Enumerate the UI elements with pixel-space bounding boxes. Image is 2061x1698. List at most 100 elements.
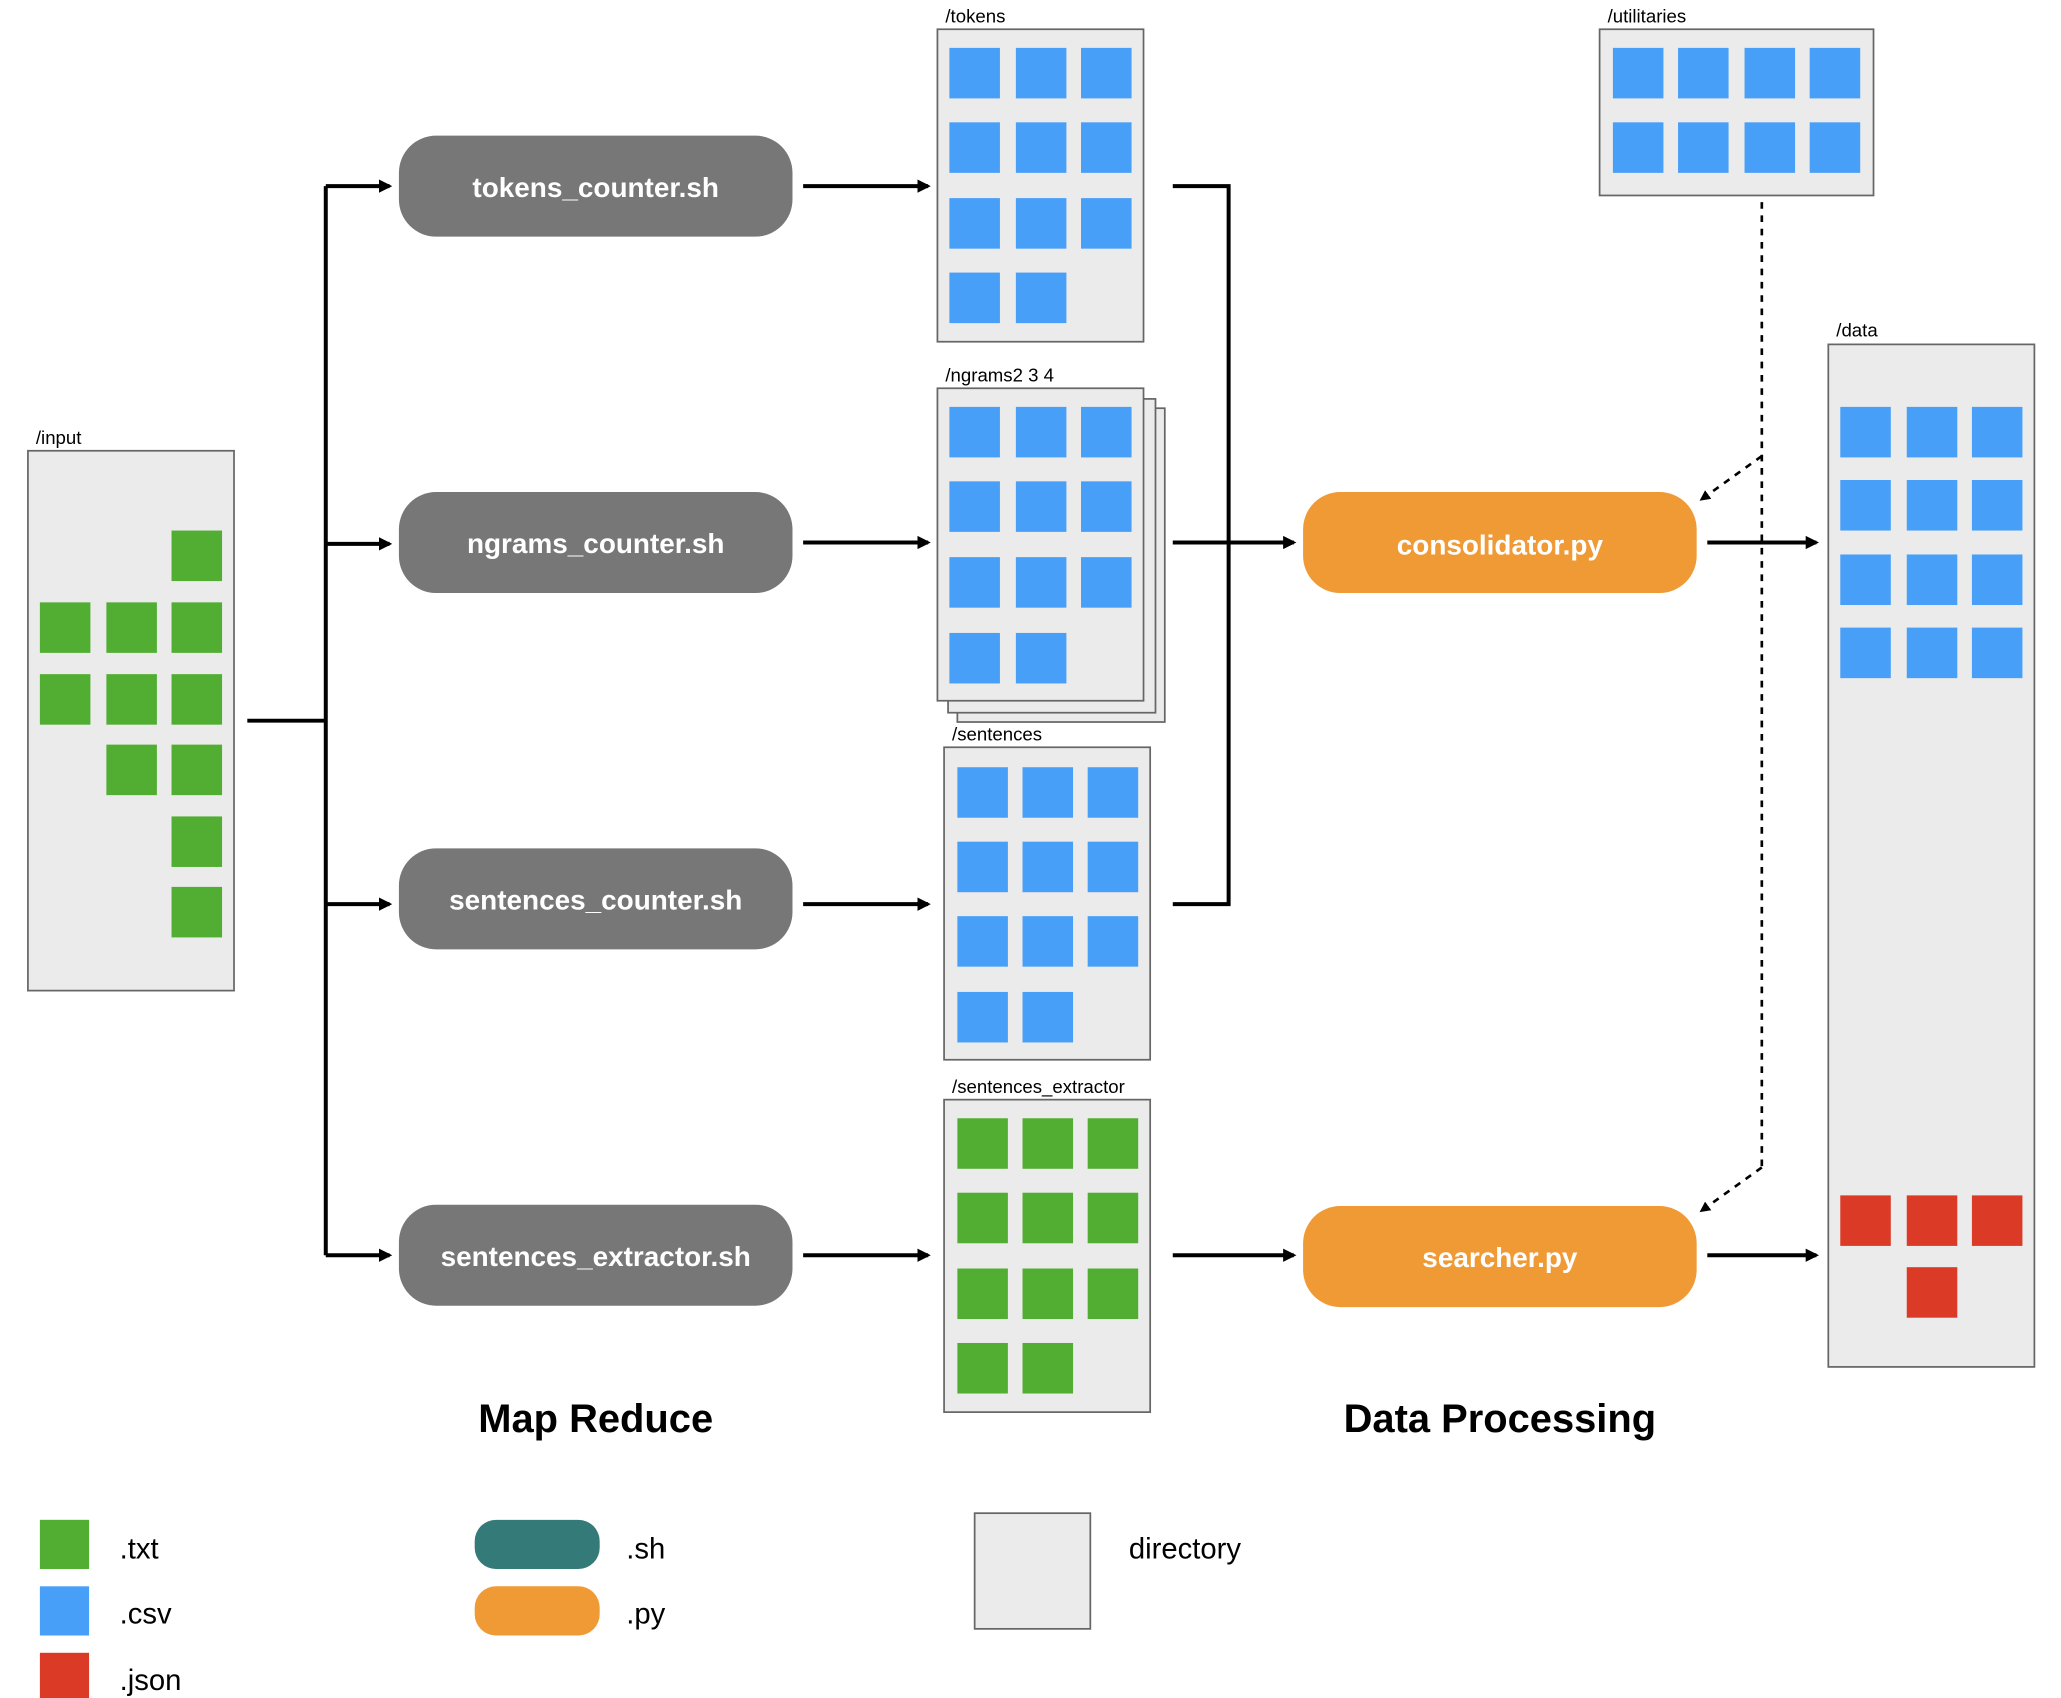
file-csv xyxy=(1022,916,1074,967)
script-consolidator: consolidator.py xyxy=(1303,491,1697,594)
legend-txt-label: .txt xyxy=(120,1533,159,1565)
file-csv xyxy=(949,272,1000,324)
file-csv xyxy=(1087,916,1139,967)
file-txt xyxy=(106,674,157,725)
file-csv xyxy=(1906,406,1958,458)
file-csv xyxy=(1015,47,1067,99)
file-txt xyxy=(1087,1118,1139,1169)
file-csv xyxy=(1081,122,1132,173)
file-txt xyxy=(957,1268,1008,1320)
dir-sentences-label: /sentences xyxy=(952,724,1042,745)
file-txt xyxy=(1087,1192,1139,1244)
input-branch-line xyxy=(247,186,328,1256)
dir-input-label: /input xyxy=(36,427,82,448)
file-txt xyxy=(171,886,223,938)
dashed-arrow-to-searcher xyxy=(1699,1166,1763,1213)
script-sentences-counter-label: sentences_counter.sh xyxy=(449,885,742,916)
legend-json-label: .json xyxy=(120,1665,182,1697)
legend-py-swatch xyxy=(474,1586,600,1636)
file-csv xyxy=(1809,47,1861,99)
legend: .txt .csv .json .sh .py directory xyxy=(39,1512,1242,1698)
file-txt xyxy=(957,1342,1008,1394)
file-txt xyxy=(957,1118,1008,1169)
dir-ngrams: /ngrams2 3 4 xyxy=(936,365,1166,723)
script-ngrams-counter-label: ngrams_counter.sh xyxy=(467,528,724,559)
file-csv xyxy=(949,632,1000,684)
file-csv xyxy=(1840,406,1891,458)
file-txt xyxy=(171,674,223,725)
file-csv xyxy=(1678,47,1729,99)
file-csv xyxy=(957,991,1008,1043)
dir-tokens: /tokens xyxy=(936,6,1145,343)
file-csv xyxy=(1087,767,1139,818)
dir-sentences-extractor: /sentences_extractor xyxy=(943,1076,1152,1413)
file-txt xyxy=(1022,1192,1074,1244)
legend-txt-swatch xyxy=(39,1519,90,1570)
file-txt xyxy=(171,816,223,867)
file-csv xyxy=(1015,481,1067,532)
file-txt xyxy=(1022,1342,1074,1394)
merge-bracket xyxy=(1172,184,1231,907)
file-csv xyxy=(957,767,1008,818)
legend-directory-label: directory xyxy=(1129,1533,1242,1565)
file-txt xyxy=(1022,1118,1074,1169)
file-txt xyxy=(106,602,157,653)
file-json xyxy=(1906,1195,1958,1246)
dashed-arrow-to-consolidator xyxy=(1699,454,1763,502)
file-csv xyxy=(949,557,1000,608)
file-csv xyxy=(1087,841,1139,893)
file-csv xyxy=(1022,841,1074,893)
file-csv xyxy=(1678,122,1729,173)
file-csv xyxy=(1015,122,1067,173)
file-csv xyxy=(957,916,1008,967)
legend-py-label: .py xyxy=(626,1599,665,1631)
file-json xyxy=(1906,1267,1958,1318)
file-txt xyxy=(106,744,157,796)
file-csv xyxy=(1840,627,1891,679)
file-csv xyxy=(1022,991,1074,1043)
file-csv xyxy=(957,841,1008,893)
file-csv xyxy=(1906,480,1958,531)
file-csv xyxy=(1015,557,1067,608)
script-sentences-counter: sentences_counter.sh xyxy=(398,848,793,950)
legend-directory-swatch xyxy=(973,1512,1092,1630)
file-txt xyxy=(171,744,223,796)
file-csv xyxy=(1971,480,2023,531)
file-txt xyxy=(957,1192,1008,1244)
file-csv xyxy=(1840,554,1891,606)
file-csv xyxy=(949,47,1000,99)
file-txt xyxy=(1022,1268,1074,1320)
dir-sentences: /sentences xyxy=(943,724,1152,1061)
dir-data: /data xyxy=(1827,319,2036,1368)
file-csv xyxy=(949,198,1000,249)
section-title-data-processing: Data Processing xyxy=(1344,1397,1656,1441)
file-csv xyxy=(1809,122,1861,173)
file-csv xyxy=(1022,767,1074,818)
file-csv xyxy=(949,481,1000,532)
file-csv xyxy=(1081,557,1132,608)
dir-ngrams-label: /ngrams2 3 4 xyxy=(945,365,1054,386)
file-csv xyxy=(1744,47,1796,99)
file-csv xyxy=(1015,272,1067,324)
file-csv xyxy=(1081,406,1132,458)
file-csv xyxy=(1744,122,1796,173)
file-csv xyxy=(1081,198,1132,249)
file-csv xyxy=(1612,122,1664,173)
script-sentences-extractor: sentences_extractor.sh xyxy=(398,1204,793,1306)
dir-tokens-label: /tokens xyxy=(945,6,1005,27)
file-txt xyxy=(171,530,223,582)
script-searcher-label: searcher.py xyxy=(1422,1242,1578,1273)
script-sentences-extractor-label: sentences_extractor.sh xyxy=(441,1241,751,1272)
file-csv xyxy=(1015,632,1067,684)
dir-data-label: /data xyxy=(1836,319,1878,340)
file-csv xyxy=(1971,627,2023,679)
file-txt xyxy=(39,674,91,725)
script-consolidator-label: consolidator.py xyxy=(1397,529,1604,560)
script-ngrams-counter: ngrams_counter.sh xyxy=(398,491,793,594)
file-csv xyxy=(1081,47,1132,99)
file-csv xyxy=(1906,554,1958,606)
file-csv xyxy=(1612,47,1664,99)
file-csv xyxy=(1015,198,1067,249)
legend-csv-swatch xyxy=(39,1586,90,1636)
